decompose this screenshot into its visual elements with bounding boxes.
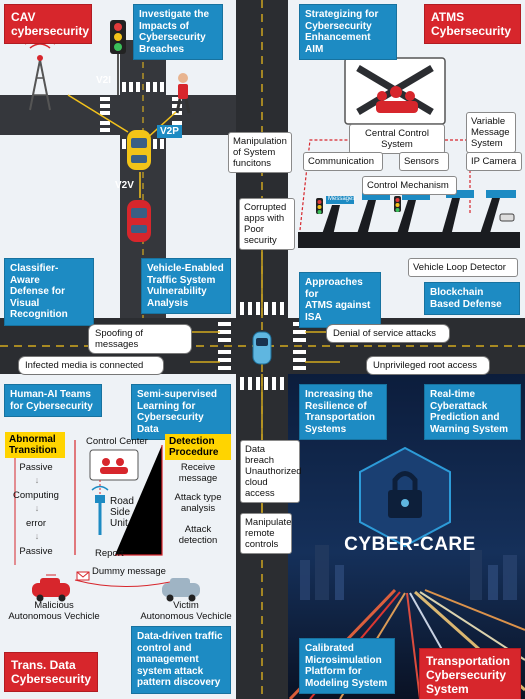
variable-message-box: Variable Message System	[466, 112, 516, 153]
malicious-car-icon	[32, 578, 70, 602]
spoofing-box: Spoofing of messages	[88, 324, 192, 354]
investigate-impacts-box: Investigate the Impacts of Cybersecurity…	[133, 4, 223, 60]
arrow-down-icon: ↓	[34, 503, 40, 513]
human-ai-teams-box: Human-AI Teams for Cybersecurity	[4, 384, 102, 417]
arrow-down-icon: ↓	[34, 475, 40, 485]
victim-vehicle-label: Victim Autonomous Vechicle	[140, 600, 232, 622]
sensors-box: Sensors	[399, 152, 449, 171]
v2v-label: V2V	[115, 180, 134, 191]
approaches-atms-box: Approaches for ATMS against ISA	[299, 272, 381, 328]
step-attack-analysis: Attack type analysis	[174, 492, 222, 514]
dummy-message-label: Dummy message	[92, 566, 166, 577]
pedestrian-icon	[175, 73, 191, 114]
small-traffic-lights	[316, 196, 401, 214]
arrow-down-icon: ↓	[34, 531, 40, 541]
trans-data-title: Trans. Data Cybersecurity	[4, 652, 98, 692]
abnormal-transition-label: Abnormal Transition	[5, 432, 65, 458]
data-driven-box: Data-driven traffic control and manageme…	[131, 626, 231, 694]
ip-camera-box: IP Camera	[466, 152, 522, 171]
unprivileged-root-box: Unprivileged root access	[366, 356, 490, 375]
control-mechanism-box: Control Mechanism	[362, 176, 457, 195]
victim-car-icon	[162, 578, 200, 602]
rsu-label: Road Side Unit	[110, 496, 134, 529]
atms-scene	[298, 57, 520, 248]
denial-of-service-box: Denial of service attacks	[326, 324, 450, 343]
manipulate-remote-box: Manipulate remote controls	[240, 513, 292, 554]
yellow-car-icon	[127, 130, 151, 170]
state-computing: Computing	[13, 490, 59, 501]
increasing-resilience-box: Increasing the Resilience of Transportat…	[299, 384, 387, 440]
red-car-icon	[127, 200, 151, 242]
padlock-shield-icon	[359, 446, 451, 548]
realtime-cyberattack-box: Real-time Cyberattack Prediction and War…	[424, 384, 521, 440]
data-breach-box: Data breach Unauthorized cloud access	[240, 440, 302, 503]
state-error: error	[25, 518, 47, 529]
cav-road-scene	[0, 20, 236, 318]
tcs-title: Transportation Cybersecurity System	[419, 648, 521, 699]
cav-cybersecurity-title: CAV cybersecurity	[4, 4, 92, 44]
classifier-aware-box: Classifier-Aware Defense for Visual Reco…	[4, 258, 94, 326]
center-car-icon	[252, 331, 272, 365]
sign-label: Messages	[328, 196, 356, 202]
infected-media-box: Infected media is connected	[18, 356, 164, 375]
communication-box: Communication	[303, 152, 383, 171]
ip-camera-icon	[499, 213, 515, 222]
corrupted-apps-box: Corrupted apps with Poor security	[239, 198, 295, 250]
central-control-system-box: Central Control System	[349, 124, 445, 154]
v2p-label: V2P	[157, 125, 182, 138]
trans-scene	[14, 440, 200, 602]
traffic-light-icon	[110, 20, 126, 95]
semi-supervised-box: Semi-supervised Learning for Cybersecuri…	[131, 384, 231, 440]
atms-cybersecurity-title: ATMS Cybersecurity	[424, 4, 521, 44]
message-envelope-icon	[76, 571, 90, 581]
vehicle-enabled-box: Vehicle-Enabled Traffic System Vulnerabi…	[141, 258, 231, 314]
detection-procedure-label: Detection Procedure	[165, 434, 231, 460]
state-passive-1: Passive	[19, 462, 53, 473]
city-skyline	[300, 545, 517, 600]
state-passive-2: Passive	[19, 546, 53, 557]
v2i-label: V2I	[96, 75, 112, 86]
step-receive: Receive message	[178, 462, 218, 484]
malicious-vehicle-label: Malicious Autonomous Vechicle	[8, 600, 100, 622]
vehicle-loop-detector-box: Vehicle Loop Detector	[408, 258, 518, 277]
report-label: Report	[95, 548, 124, 559]
manipulation-box: Manipulation of System funcitons	[228, 132, 292, 173]
rsu-tower-icon	[91, 485, 109, 535]
step-attack-detection: Attack detection	[178, 524, 218, 546]
cyber-care-title: CYBER-CARE	[344, 534, 476, 555]
strategizing-box: Strategizing for Cybersecurity Enhanceme…	[299, 4, 397, 60]
calibrated-microsim-box: Calibrated Microsimulation Platform for …	[299, 638, 395, 694]
control-center-label: Control Center	[86, 436, 148, 447]
blockchain-defense-box: Blockchain Based Defense	[424, 282, 520, 315]
